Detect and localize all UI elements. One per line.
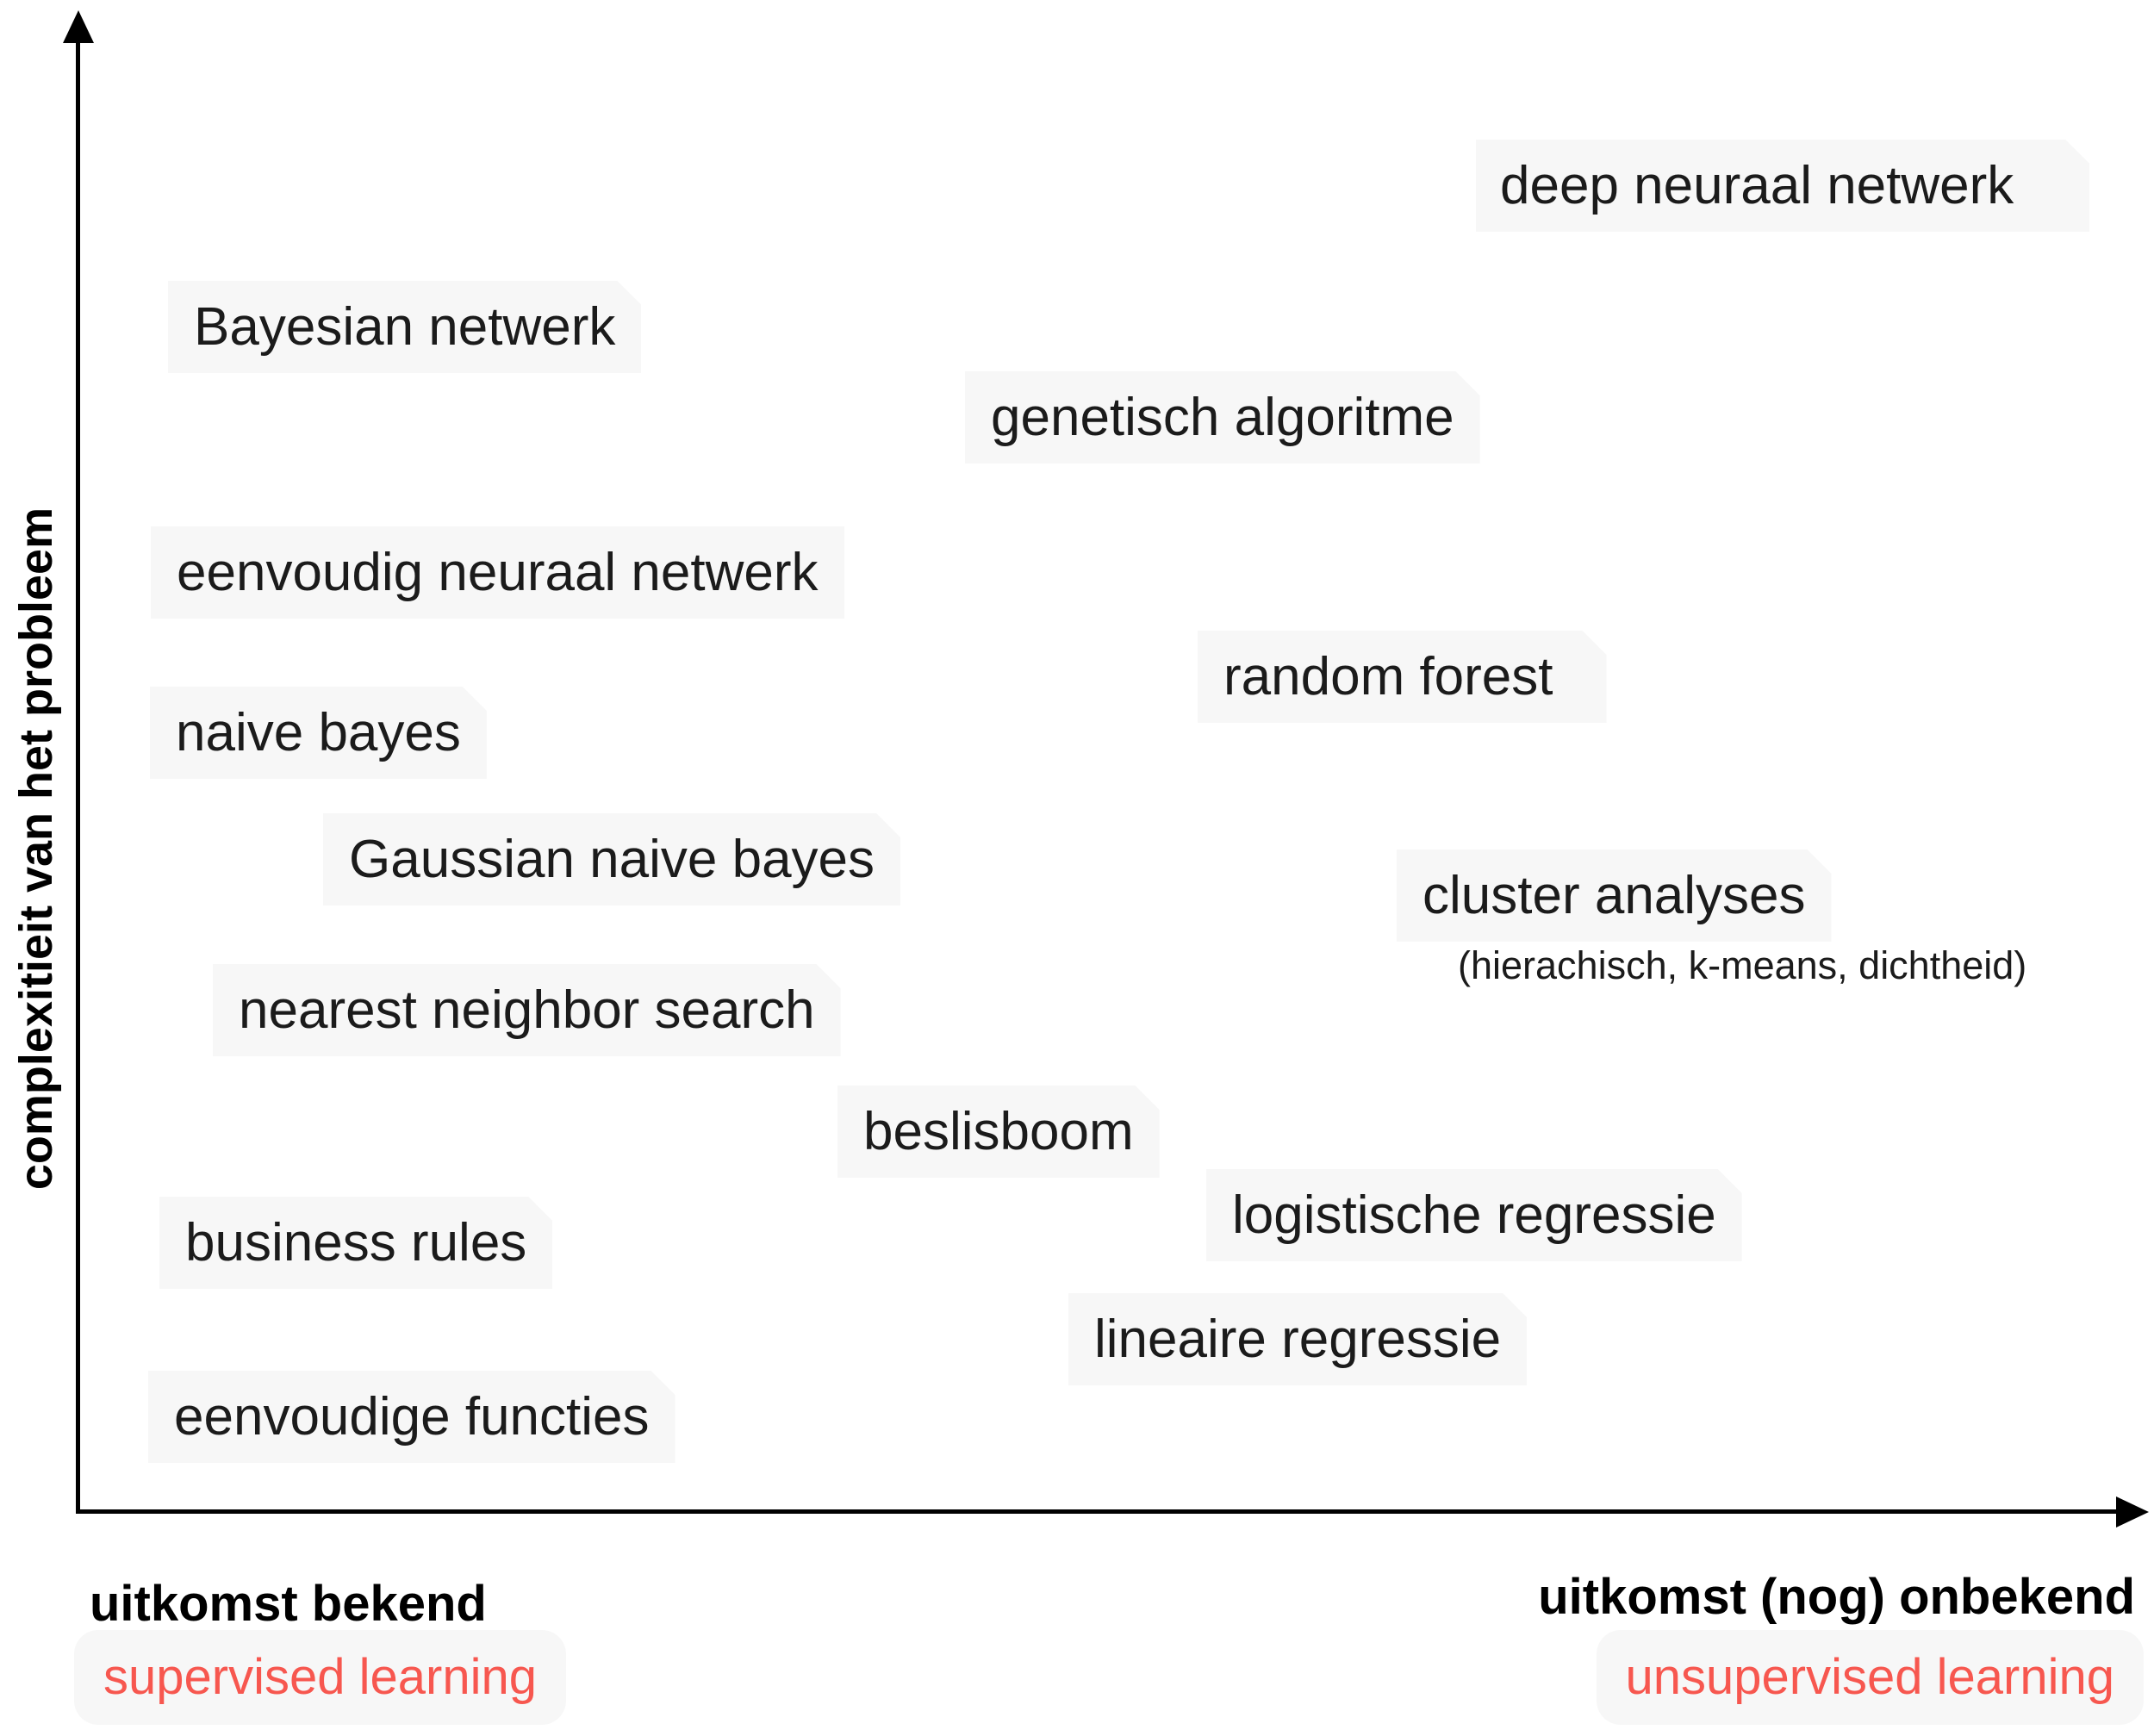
x-axis-left-caption: uitkomst bekend <box>90 1576 487 1632</box>
y-axis-line <box>76 33 80 1511</box>
label-naive-bayes: naive bayes <box>150 687 487 779</box>
label-cluster-analyses: cluster analyses <box>1397 849 1832 942</box>
label-nearest-neighbor-search: nearest neighbor search <box>213 964 841 1056</box>
label-eenvoudige-functies: eenvoudige functies <box>148 1371 675 1463</box>
y-axis-arrowhead-icon <box>63 10 94 43</box>
label-deep-neuraal-netwerk: deep neuraal netwerk <box>1476 140 2089 232</box>
label-lineaire-regressie: lineaire regressie <box>1068 1293 1527 1385</box>
supervised-learning-badge: supervised learning <box>74 1630 566 1725</box>
label-beslisboom: beslisboom <box>837 1086 1160 1178</box>
label-genetisch-algoritme: genetisch algoritme <box>965 371 1480 464</box>
y-axis-title: complexitieit van het probleem <box>10 507 62 1191</box>
unsupervised-learning-badge: unsupervised learning <box>1596 1630 2144 1725</box>
x-axis-arrowhead-icon <box>2116 1496 2149 1528</box>
x-axis-line <box>76 1509 2118 1514</box>
label-business-rules: business rules <box>159 1197 552 1289</box>
label-random-forest: random forest <box>1198 631 1607 723</box>
label-gaussian-naive-bayes: Gaussian naive bayes <box>323 813 900 905</box>
label-bayesian-netwerk: Bayesian netwerk <box>168 281 641 373</box>
cluster-analyses-subtitle: (hierachisch, k-means, dichtheid) <box>1458 943 2027 987</box>
x-axis-right-caption: uitkomst (nog) onbekend <box>1538 1569 2135 1625</box>
label-eenvoudig-neuraal-netwerk: eenvoudig neuraal netwerk <box>151 526 844 619</box>
label-logistische-regressie: logistische regressie <box>1206 1169 1742 1261</box>
